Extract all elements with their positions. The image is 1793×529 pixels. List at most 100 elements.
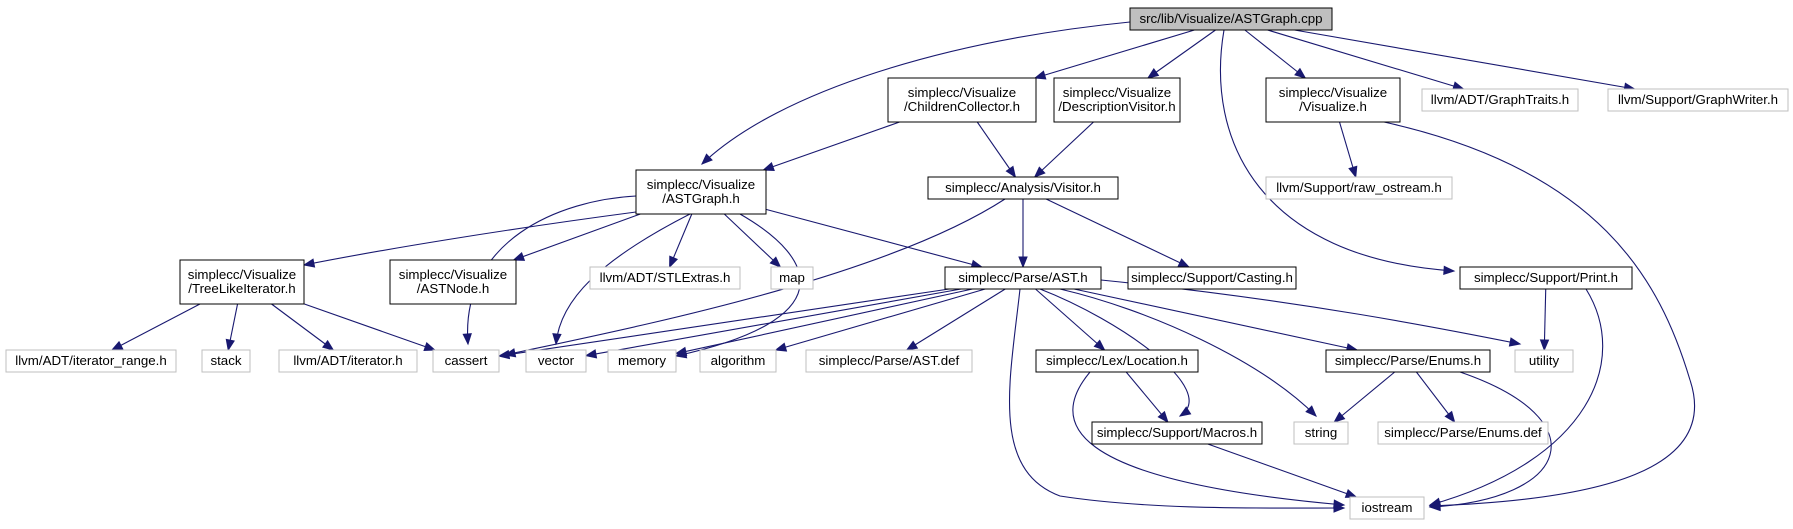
arrowhead: [1018, 256, 1028, 269]
node-algorithm: algorithm: [699, 349, 777, 373]
edge-root-to-visualize: [1244, 29, 1307, 79]
edge-enums-to-iostream: [1428, 371, 1552, 512]
node-box: [770, 266, 814, 290]
edge-ast-to-astdef: [905, 288, 1006, 351]
arrowhead: [512, 251, 526, 261]
node-box: [699, 349, 777, 373]
arrowhead: [1444, 410, 1456, 424]
node-box: [1514, 349, 1574, 373]
edge-treelike-to-cassert: [303, 303, 437, 351]
node-label: llvm/Support/GraphWriter.h: [1618, 92, 1778, 107]
edge-children-to-astgraph: [762, 121, 900, 171]
arrowhead: [497, 349, 511, 360]
node-label: simplecc/Visualize: [188, 267, 296, 282]
edge-line: [723, 213, 781, 268]
edge-root-to-print: [1220, 29, 1456, 276]
node-box: [1377, 421, 1549, 445]
node-enums[interactable]: simplecc/Parse/Enums.h: [1325, 349, 1491, 373]
node-label: cassert: [445, 353, 488, 368]
edge-ast-to-memory: [674, 288, 973, 356]
edge-ast-to-string: [1059, 288, 1317, 417]
arrowhead: [1146, 68, 1160, 79]
node-label: simplecc/Visualize: [908, 85, 1016, 100]
node-box: [1127, 266, 1297, 290]
node-box: [432, 349, 500, 373]
edge-line: [1220, 29, 1455, 272]
node-location[interactable]: simplecc/Lex/Location.h: [1035, 349, 1199, 373]
edge-ast-to-enums: [1073, 288, 1359, 353]
arrowhead: [552, 333, 562, 346]
arrowhead: [1033, 70, 1047, 80]
edge-line: [1294, 29, 1635, 90]
edge-line: [1429, 371, 1552, 508]
edge-line: [976, 121, 1016, 178]
edge-line: [765, 208, 982, 268]
node-visualize[interactable]: simplecc/Visualize/Visualize.h: [1265, 77, 1401, 123]
arrowhead: [1443, 265, 1456, 276]
node-label: llvm/ADT/GraphTraits.h: [1431, 92, 1569, 107]
arrowhead: [1005, 165, 1017, 179]
node-treelike[interactable]: simplecc/Visualize/TreeLikeIterator.h: [179, 259, 305, 305]
edge-line: [504, 198, 1006, 356]
edge-astgraph-to-ast: [765, 208, 984, 269]
node-box: [589, 266, 741, 290]
edge-line: [1034, 29, 1195, 79]
arrowhead: [1093, 339, 1106, 351]
node-label: simplecc/Parse/Enums.def: [1384, 425, 1542, 440]
node-print[interactable]: simplecc/Support/Print.h: [1459, 266, 1633, 290]
node-label: simplecc/Visualize: [1279, 85, 1387, 100]
node-label: simplecc/Parse/AST.h: [958, 270, 1087, 285]
arrowhead: [1539, 339, 1550, 352]
node-label: map: [779, 270, 805, 285]
edge-visitor-to-casting: [1045, 198, 1191, 268]
node-visitor[interactable]: simplecc/Analysis/Visitor.h: [927, 176, 1119, 200]
edge-line: [467, 195, 637, 345]
node-box: [805, 349, 973, 373]
node-box: [927, 176, 1119, 200]
node-stlextras: llvm/ADT/STLExtras.h: [589, 266, 741, 290]
edge-line: [701, 21, 1131, 165]
node-label: simplecc/Analysis/Visitor.h: [945, 180, 1101, 195]
node-graphtraits: llvm/ADT/GraphTraits.h: [1421, 88, 1579, 112]
node-box: [1265, 77, 1401, 123]
edge-root-to-descvis: [1146, 29, 1216, 79]
node-label: llvm/ADT/iterator.h: [293, 353, 402, 368]
edge-astgraph-to-cassert: [462, 195, 637, 346]
edge-line: [1100, 279, 1521, 345]
node-box: [5, 349, 177, 373]
arrowhead: [462, 333, 472, 346]
node-cassert: cassert: [432, 349, 500, 373]
node-macros[interactable]: simplecc/Support/Macros.h: [1091, 421, 1263, 445]
node-astgraph[interactable]: simplecc/Visualize/ASTGraph.h: [635, 169, 767, 215]
node-casting[interactable]: simplecc/Support/Casting.h: [1127, 266, 1297, 290]
edge-line: [1035, 288, 1105, 351]
edge-root-to-children: [1033, 29, 1195, 80]
edge-line: [1008, 288, 1345, 509]
edge-line: [111, 303, 201, 351]
edge-layer: [110, 21, 1696, 513]
arrowhead: [1333, 411, 1346, 423]
node-descvis[interactable]: simplecc/Visualize/DescriptionVisitor.h: [1053, 77, 1181, 123]
arrowhead: [762, 162, 775, 171]
edge-enums-to-enumsdef: [1415, 371, 1456, 424]
node-astnode[interactable]: simplecc/Visualize/ASTNode.h: [389, 259, 517, 305]
edge-line: [303, 211, 637, 266]
node-children[interactable]: simplecc/Visualize/ChildrenCollector.h: [887, 77, 1037, 123]
arrowhead: [1033, 166, 1046, 178]
node-enumsdef: simplecc/Parse/Enums.def: [1377, 421, 1549, 445]
node-root[interactable]: src/lib/Visualize/ASTGraph.cpp: [1129, 7, 1333, 31]
node-box: [1349, 496, 1425, 520]
node-label: simplecc/Support/Casting.h: [1131, 270, 1293, 285]
node-label: string: [1305, 425, 1338, 440]
edge-location-to-macros: [1125, 371, 1169, 424]
node-box: [389, 259, 517, 305]
edge-line: [1147, 29, 1216, 79]
node-astdef: simplecc/Parse/AST.def: [805, 349, 973, 373]
node-label: /ASTGraph.h: [662, 191, 740, 206]
arrowhead: [1177, 258, 1191, 268]
node-ast[interactable]: simplecc/Parse/AST.h: [944, 266, 1102, 290]
node-label: llvm/ADT/iterator_range.h: [15, 353, 167, 368]
edge-astgraph-to-treelike: [302, 211, 637, 268]
node-iostream: iostream: [1349, 496, 1425, 520]
node-label: memory: [618, 353, 666, 368]
